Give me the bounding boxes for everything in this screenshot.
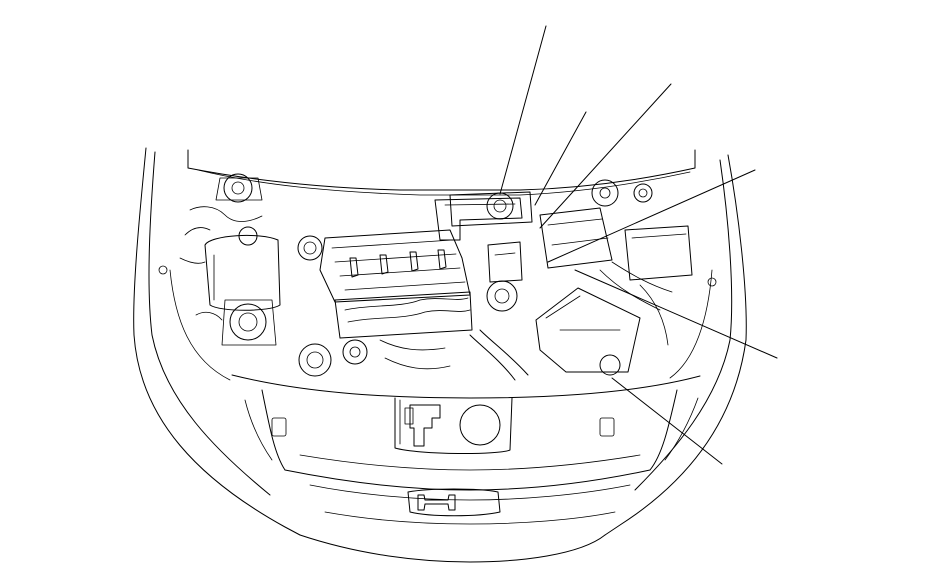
callout-leaders: [499, 25, 778, 465]
callout-4-leader: [547, 169, 756, 263]
honda-h-logo-icon: [407, 488, 501, 517]
front-center-panel: [394, 397, 513, 455]
callout-6-leader: [611, 377, 723, 465]
engine-components: [158, 173, 717, 381]
callout-3-leader: [539, 83, 672, 229]
callout-5-leader: [574, 269, 778, 359]
callout-1-leader: [499, 25, 547, 195]
callout-2-leader: [534, 111, 587, 206]
